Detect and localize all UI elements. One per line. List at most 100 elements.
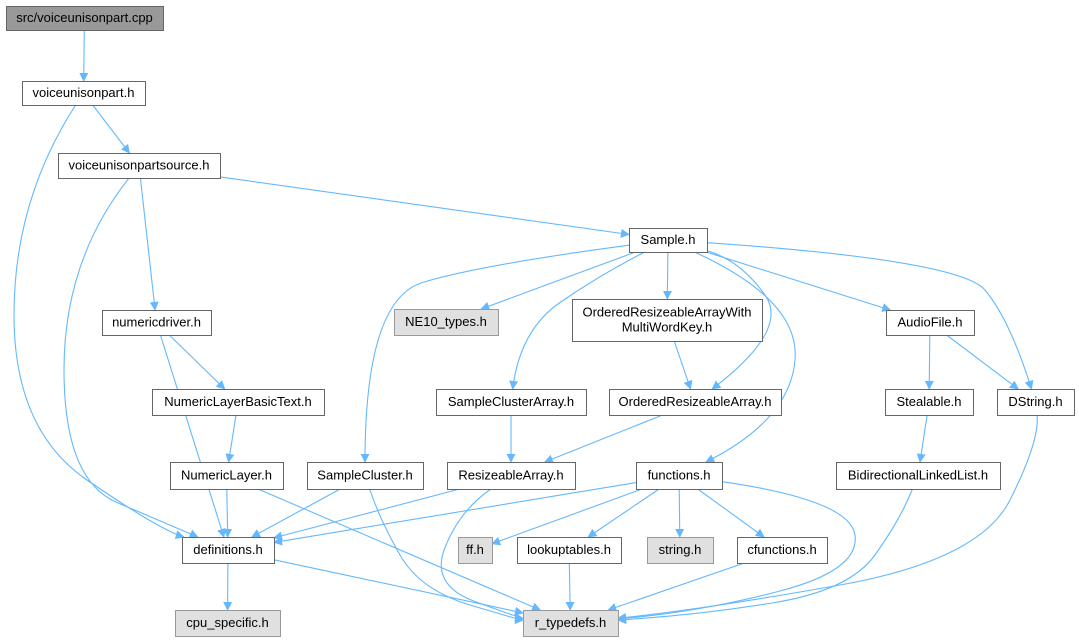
node-label: AudioFile.h (897, 315, 962, 330)
edge-definitions-h-to-r-typedefs-h (273, 559, 524, 616)
node-box (447, 462, 576, 490)
edge-resizeablearray-h-to-r-typedefs-h (440, 488, 524, 622)
node-ff-h[interactable]: ff.h (458, 537, 493, 564)
node-numericlayerbasictext-h[interactable]: NumericLayerBasicText.h (152, 389, 325, 416)
node-label: NE10_types.h (405, 314, 487, 329)
node-sample-h[interactable]: Sample.h (629, 228, 708, 253)
edge-sample-h-to-dstring-h (706, 242, 1034, 390)
nodes-layer: src/voiceunisonpart.cpp voiceunisonpart.h… (6, 6, 1075, 637)
edge-functions-h-to-lookuptables-h (587, 488, 660, 538)
edge-numericlayer-h-to-r-typedefs-h (257, 488, 542, 611)
edge-dstring-h-to-r-typedefs-h (617, 414, 1038, 622)
edge-voiceunisonpartsource-h-to-sample-h (219, 176, 630, 238)
node-label: voiceunisonpart.h (33, 85, 135, 100)
edge-voiceunisonpartsource-h-to-definitions-h (63, 177, 199, 538)
node-label: functions.h (648, 468, 711, 483)
node-lookuptables-h[interactable]: lookuptables.h (517, 537, 622, 564)
node-sampleclusterarray-h[interactable]: SampleClusterArray.h (436, 389, 587, 416)
node-label: r_typedefs.h (535, 615, 607, 630)
edge-numericlayer-h-to-definitions-h (223, 488, 233, 538)
edge-sample-h-to-ne10-types-h (480, 251, 636, 311)
edge-audiofile-h-to-dstring-h (946, 334, 1019, 390)
node-stealable-h[interactable]: Stealable.h (885, 389, 974, 416)
edge-sample-h-to-samplecluster-h (360, 244, 630, 463)
node-label: cpu_specific.h (186, 615, 268, 630)
node-label: voiceunisonpartsource.h (69, 158, 210, 173)
node-box (885, 389, 974, 416)
node-box (102, 310, 212, 336)
node-string-h[interactable]: string.h (647, 537, 714, 564)
edge-audiofile-h-to-stealable-h (924, 334, 934, 390)
node-label: NumericLayer.h (181, 468, 272, 483)
node-label: ff.h (466, 542, 484, 557)
edge-functions-h-to-definitions-h (273, 482, 637, 546)
node-box (886, 310, 975, 336)
node-bidirectionallinkedlist-h[interactable]: BidirectionalLinkedList.h (836, 462, 1001, 490)
node-samplecluster-h[interactable]: SampleCluster.h (307, 462, 424, 490)
edge-resizeablearray-h-to-definitions-h (273, 488, 460, 541)
node-box (629, 228, 708, 253)
edge-numericlayerbasictext-h-to-numericlayer-h (225, 414, 237, 463)
edge-functions-h-to-cfunctions-h (697, 488, 765, 538)
node-label: numericdriver.h (112, 315, 201, 330)
node-box (523, 610, 619, 637)
node-cpu-specific-h[interactable]: cpu_specific.h (175, 610, 281, 637)
edge-orderedresizeablearray-h-to-resizeablearray-h (543, 414, 663, 464)
node-label: SampleClusterArray.h (448, 394, 574, 409)
node-label: lookuptables.h (527, 542, 611, 557)
edge-sample-h-to-orsa-mwk-h (662, 251, 672, 300)
edge-voiceunisonpart-h-to-voiceunisonpartsource-h (92, 104, 130, 154)
node-box (636, 462, 723, 490)
node-root[interactable]: src/voiceunisonpart.cpp (6, 6, 164, 31)
node-label: Stealable.h (896, 394, 961, 409)
node-definitions-h[interactable]: definitions.h (182, 537, 275, 564)
node-box (517, 537, 622, 564)
edge-stealable-h-to-bidirectionallinkedlist-h (916, 414, 928, 463)
node-label: ResizeableArray.h (458, 468, 563, 483)
edge-voiceunisonpart-h-to-definitions-h (13, 104, 185, 540)
node-box (458, 537, 493, 564)
node-box (572, 299, 763, 342)
node-cfunctions-h[interactable]: cfunctions.h (737, 537, 828, 564)
node-label: cfunctions.h (747, 542, 816, 557)
node-box (436, 389, 587, 416)
node-label: Sample.h (641, 232, 696, 247)
node-ne10-types-h[interactable]: NE10_types.h (394, 309, 499, 336)
node-label: OrderedResizeableArray.h (619, 394, 772, 409)
node-audiofile-h[interactable]: AudioFile.h (886, 310, 975, 336)
node-box (175, 610, 281, 637)
edge-sample-h-to-sampleclusterarray-h (509, 251, 645, 390)
node-numericdriver-h[interactable]: numericdriver.h (102, 310, 212, 336)
node-numericlayer-h[interactable]: NumericLayer.h (170, 462, 284, 490)
node-label: BidirectionalLinkedList.h (848, 468, 988, 483)
node-dstring-h[interactable]: DString.h (997, 389, 1075, 416)
node-resizeablearray-h[interactable]: ResizeableArray.h (447, 462, 576, 490)
node-functions-h[interactable]: functions.h (636, 462, 723, 490)
node-box (836, 462, 1001, 490)
node-voiceunisonpartsource-h[interactable]: voiceunisonpartsource.h (58, 153, 221, 179)
edge-lookuptables-h-to-r-typedefs-h (565, 562, 575, 611)
node-box (307, 462, 424, 490)
node-label: string.h (659, 542, 702, 557)
node-box (394, 309, 499, 336)
node-label: MultiWordKey.h (622, 320, 713, 335)
edge-numericdriver-h-to-numericlayerbasictext-h (168, 334, 226, 390)
node-label: SampleCluster.h (317, 468, 412, 483)
node-label: DString.h (1008, 394, 1062, 409)
edge-functions-h-to-r-typedefs-h (617, 481, 856, 623)
node-r-typedefs-h[interactable]: r_typedefs.h (523, 610, 619, 637)
node-label: OrderedResizeableArrayWith (582, 305, 751, 320)
node-orderedresizeablearray-h[interactable]: OrderedResizeableArray.h (609, 389, 782, 416)
node-box (182, 537, 275, 564)
node-box (6, 6, 164, 31)
node-box (22, 81, 146, 106)
node-box (737, 537, 828, 564)
edge-cfunctions-h-to-r-typedefs-h (607, 562, 745, 612)
edge-functions-h-to-string-h (675, 488, 685, 538)
node-box (58, 153, 221, 179)
node-voiceunisonpart-h[interactable]: voiceunisonpart.h (22, 81, 146, 106)
node-box (609, 389, 782, 416)
edge-samplecluster-h-to-r-typedefs-h (369, 488, 524, 625)
